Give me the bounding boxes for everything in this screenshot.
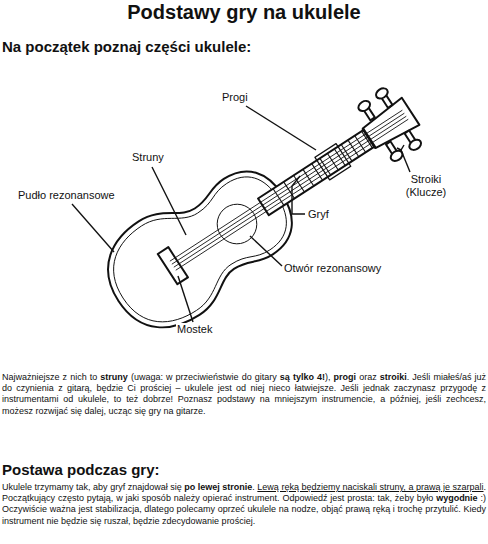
emphasis-text: stroiki xyxy=(380,372,407,382)
part-label: Struny xyxy=(131,151,165,163)
part-label: Stroiki (Klucze) xyxy=(392,173,460,199)
paragraph-text: oraz xyxy=(356,372,380,382)
emphasis-text: struny xyxy=(100,372,128,382)
fingerboard xyxy=(258,130,374,215)
leader-lines xyxy=(72,106,410,322)
paragraph-text: Najważniejsze z nich to xyxy=(2,372,100,382)
tuners xyxy=(356,86,423,164)
arrow-head xyxy=(397,145,404,150)
part-label: Gryf xyxy=(307,208,330,220)
ukulele-body xyxy=(88,148,313,348)
section-heading: Na początek poznaj części ukulele: xyxy=(2,38,251,55)
emphasis-text: wygodnie xyxy=(436,493,478,503)
strings xyxy=(170,110,408,270)
paragraph-text: Ukulele trzymamy tak, aby gryf znajdował… xyxy=(2,482,184,492)
part-label: Mostek xyxy=(176,323,213,335)
fret-callout-box xyxy=(315,144,351,180)
emphasis-text: progi xyxy=(334,372,357,382)
body-paragraph: Ukulele trzymamy tak, aby gryf znajdował… xyxy=(2,482,486,527)
body-paragraph: Najważniejsze z nich to struny (uwaga: w… xyxy=(2,372,486,417)
part-label: Pudło rezonansowe xyxy=(17,189,116,201)
section-heading: Postawa podczas gry: xyxy=(2,461,160,478)
page-title: Podstawy gry na ukulele xyxy=(0,1,488,24)
emphasis-text: Lewą ręką będziemy naciskali struny, a p… xyxy=(257,482,483,492)
paragraph-text: ), xyxy=(325,372,334,382)
paragraph-text: . xyxy=(252,482,257,492)
paragraph-text: (uwaga: w przeciwieństwie do gitary xyxy=(128,372,280,382)
body-rim xyxy=(96,155,306,340)
emphasis-text: są tylko 4! xyxy=(280,372,325,382)
part-label: Progi xyxy=(221,91,249,103)
emphasis-text: po lewej stronie xyxy=(184,482,252,492)
part-label: Otwór rezonansowy xyxy=(283,262,382,274)
